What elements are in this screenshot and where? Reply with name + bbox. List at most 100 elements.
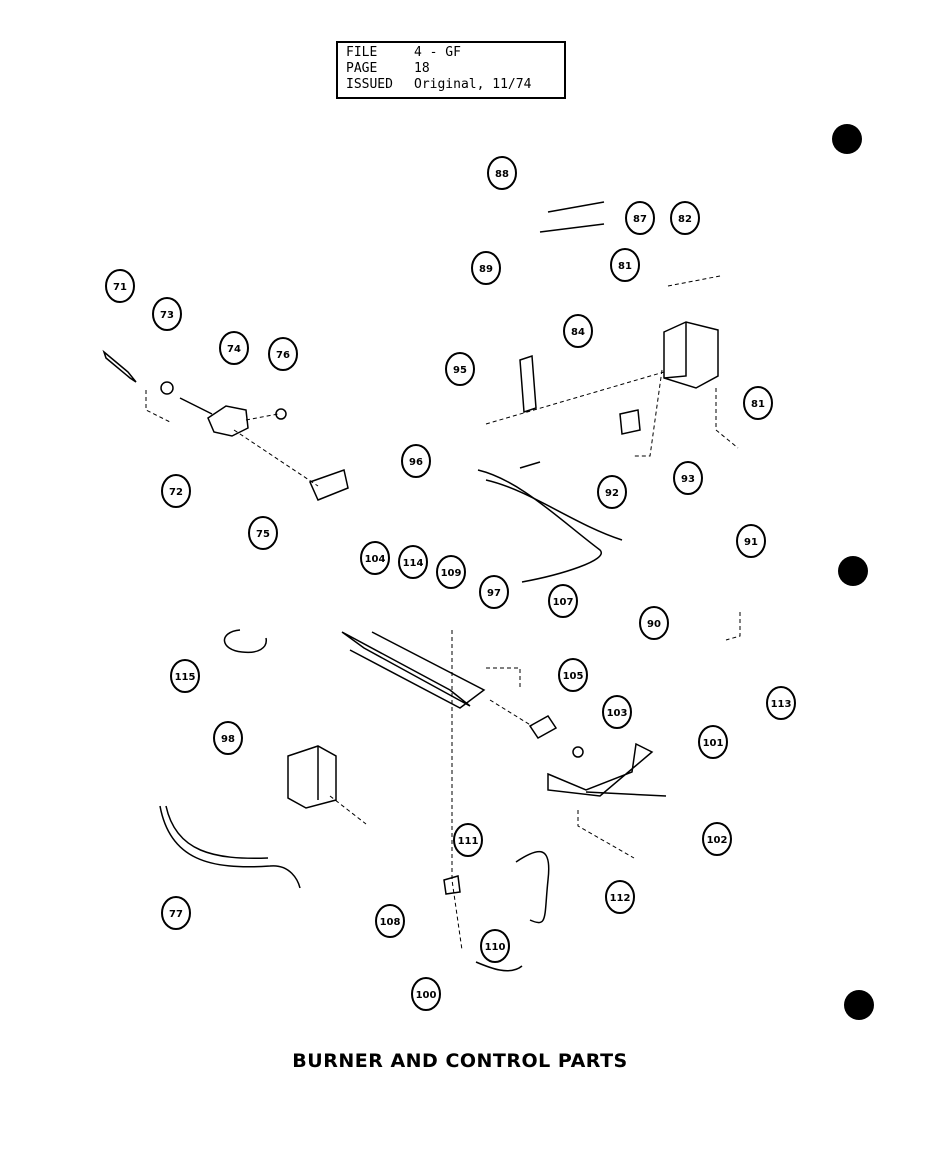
callout-circle bbox=[625, 201, 655, 235]
part-77-harness bbox=[159, 805, 301, 889]
callout-number: 115 bbox=[175, 672, 196, 683]
callout-75: 75 bbox=[248, 516, 278, 550]
part-101-arm bbox=[585, 791, 667, 797]
callout-number: 77 bbox=[169, 909, 183, 920]
callout-109: 109 bbox=[436, 555, 466, 589]
callout-number: 87 bbox=[633, 214, 647, 225]
callout-number: 89 bbox=[479, 264, 493, 275]
callout-number: 110 bbox=[485, 942, 506, 953]
file-info-box: FILE 4 - GF PAGE 18 ISSUED Original, 11/… bbox=[336, 41, 566, 99]
callout-circle bbox=[480, 929, 510, 963]
callout-circle bbox=[161, 474, 191, 508]
callout-115: 115 bbox=[170, 659, 200, 693]
callout-71: 71 bbox=[105, 269, 135, 303]
callout-87: 87 bbox=[625, 201, 655, 235]
part-71-bracket bbox=[102, 349, 137, 383]
callout-circle bbox=[105, 269, 135, 303]
callout-92: 92 bbox=[597, 475, 627, 509]
part-98-relay bbox=[287, 745, 337, 809]
part-108-pilot bbox=[443, 875, 461, 895]
callout-circle bbox=[161, 896, 191, 930]
callout-number: 81 bbox=[751, 399, 765, 410]
callout-number: 90 bbox=[647, 619, 661, 630]
leader-87-82 bbox=[667, 275, 721, 287]
callout-114: 114 bbox=[398, 545, 428, 579]
file-value: 4 - GF bbox=[414, 45, 461, 60]
callout-84: 84 bbox=[563, 314, 593, 348]
callout-81: 81 bbox=[610, 248, 640, 282]
part-89-rod bbox=[539, 223, 605, 233]
callout-104: 104 bbox=[360, 541, 390, 575]
part-95-terminal-strip bbox=[519, 354, 537, 414]
file-row: FILE 4 - GF bbox=[346, 45, 556, 61]
part-97-tubing bbox=[477, 469, 603, 583]
callout-107: 107 bbox=[548, 584, 578, 618]
leader-74-cover bbox=[233, 429, 319, 487]
callout-circle bbox=[453, 823, 483, 857]
callout-circle bbox=[401, 444, 431, 478]
leader-box-81 bbox=[715, 388, 739, 449]
callout-105: 105 bbox=[558, 658, 588, 692]
callout-number: 111 bbox=[458, 836, 479, 847]
callout-circle bbox=[487, 156, 517, 190]
callout-number: 104 bbox=[365, 554, 386, 565]
callout-circle bbox=[605, 880, 635, 914]
diagram-title: BURNER AND CONTROL PARTS bbox=[292, 1050, 628, 1072]
part-103-nut bbox=[572, 746, 584, 758]
callout-circle bbox=[558, 658, 588, 692]
part-74-stem bbox=[179, 397, 213, 415]
callout-73: 73 bbox=[152, 297, 182, 331]
callout-89: 89 bbox=[471, 251, 501, 285]
callout-81: 81 bbox=[743, 386, 773, 420]
callout-number: 107 bbox=[553, 597, 574, 608]
callout-number: 105 bbox=[563, 671, 584, 682]
callout-circle bbox=[471, 251, 501, 285]
callout-number: 113 bbox=[771, 699, 792, 710]
callout-number: 76 bbox=[276, 350, 290, 361]
callout-circle bbox=[375, 904, 405, 938]
callout-circle bbox=[213, 721, 243, 755]
callout-number: 103 bbox=[607, 708, 628, 719]
callout-group: 7172737475767781818284878889909192939596… bbox=[105, 156, 796, 1011]
part-92-block bbox=[619, 409, 641, 435]
leader-74-76 bbox=[245, 413, 279, 421]
page-row: PAGE 18 bbox=[346, 61, 556, 77]
callout-number: 92 bbox=[605, 488, 619, 499]
callout-circle bbox=[702, 822, 732, 856]
callout-number: 75 bbox=[256, 529, 270, 540]
callout-circle bbox=[602, 695, 632, 729]
callout-number: 95 bbox=[453, 365, 467, 376]
leader-110-108 bbox=[451, 630, 463, 951]
part-97-tube-end bbox=[519, 461, 541, 469]
callout-circle bbox=[436, 555, 466, 589]
callout-circle bbox=[398, 545, 428, 579]
callout-90: 90 bbox=[639, 606, 669, 640]
callout-circle bbox=[766, 686, 796, 720]
callout-number: 109 bbox=[441, 568, 462, 579]
callout-76: 76 bbox=[268, 337, 298, 371]
part-104-burner-lower bbox=[349, 631, 486, 709]
callout-number: 84 bbox=[571, 327, 585, 338]
part-100-thermocouple bbox=[475, 961, 523, 972]
punch-hole-top bbox=[832, 124, 862, 154]
callout-103: 103 bbox=[602, 695, 632, 729]
part-control-box bbox=[663, 321, 719, 389]
callout-97: 97 bbox=[479, 575, 509, 609]
callout-number: 112 bbox=[610, 893, 631, 904]
part-97-tubing-2 bbox=[485, 479, 623, 541]
callout-72: 72 bbox=[161, 474, 191, 508]
leader-98-screw bbox=[329, 795, 367, 825]
punch-hole-bottom bbox=[844, 990, 874, 1020]
callout-number: 81 bbox=[618, 261, 632, 272]
callout-74: 74 bbox=[219, 331, 249, 365]
callout-circle bbox=[170, 659, 200, 693]
callout-82: 82 bbox=[670, 201, 700, 235]
part-105-orifice bbox=[528, 715, 558, 739]
part-control-box-edge bbox=[663, 322, 687, 379]
leader-71-72 bbox=[145, 390, 171, 423]
callout-112: 112 bbox=[605, 880, 635, 914]
part-77-harness-2 bbox=[165, 805, 269, 860]
callout-98: 98 bbox=[213, 721, 243, 755]
callout-circle bbox=[152, 297, 182, 331]
